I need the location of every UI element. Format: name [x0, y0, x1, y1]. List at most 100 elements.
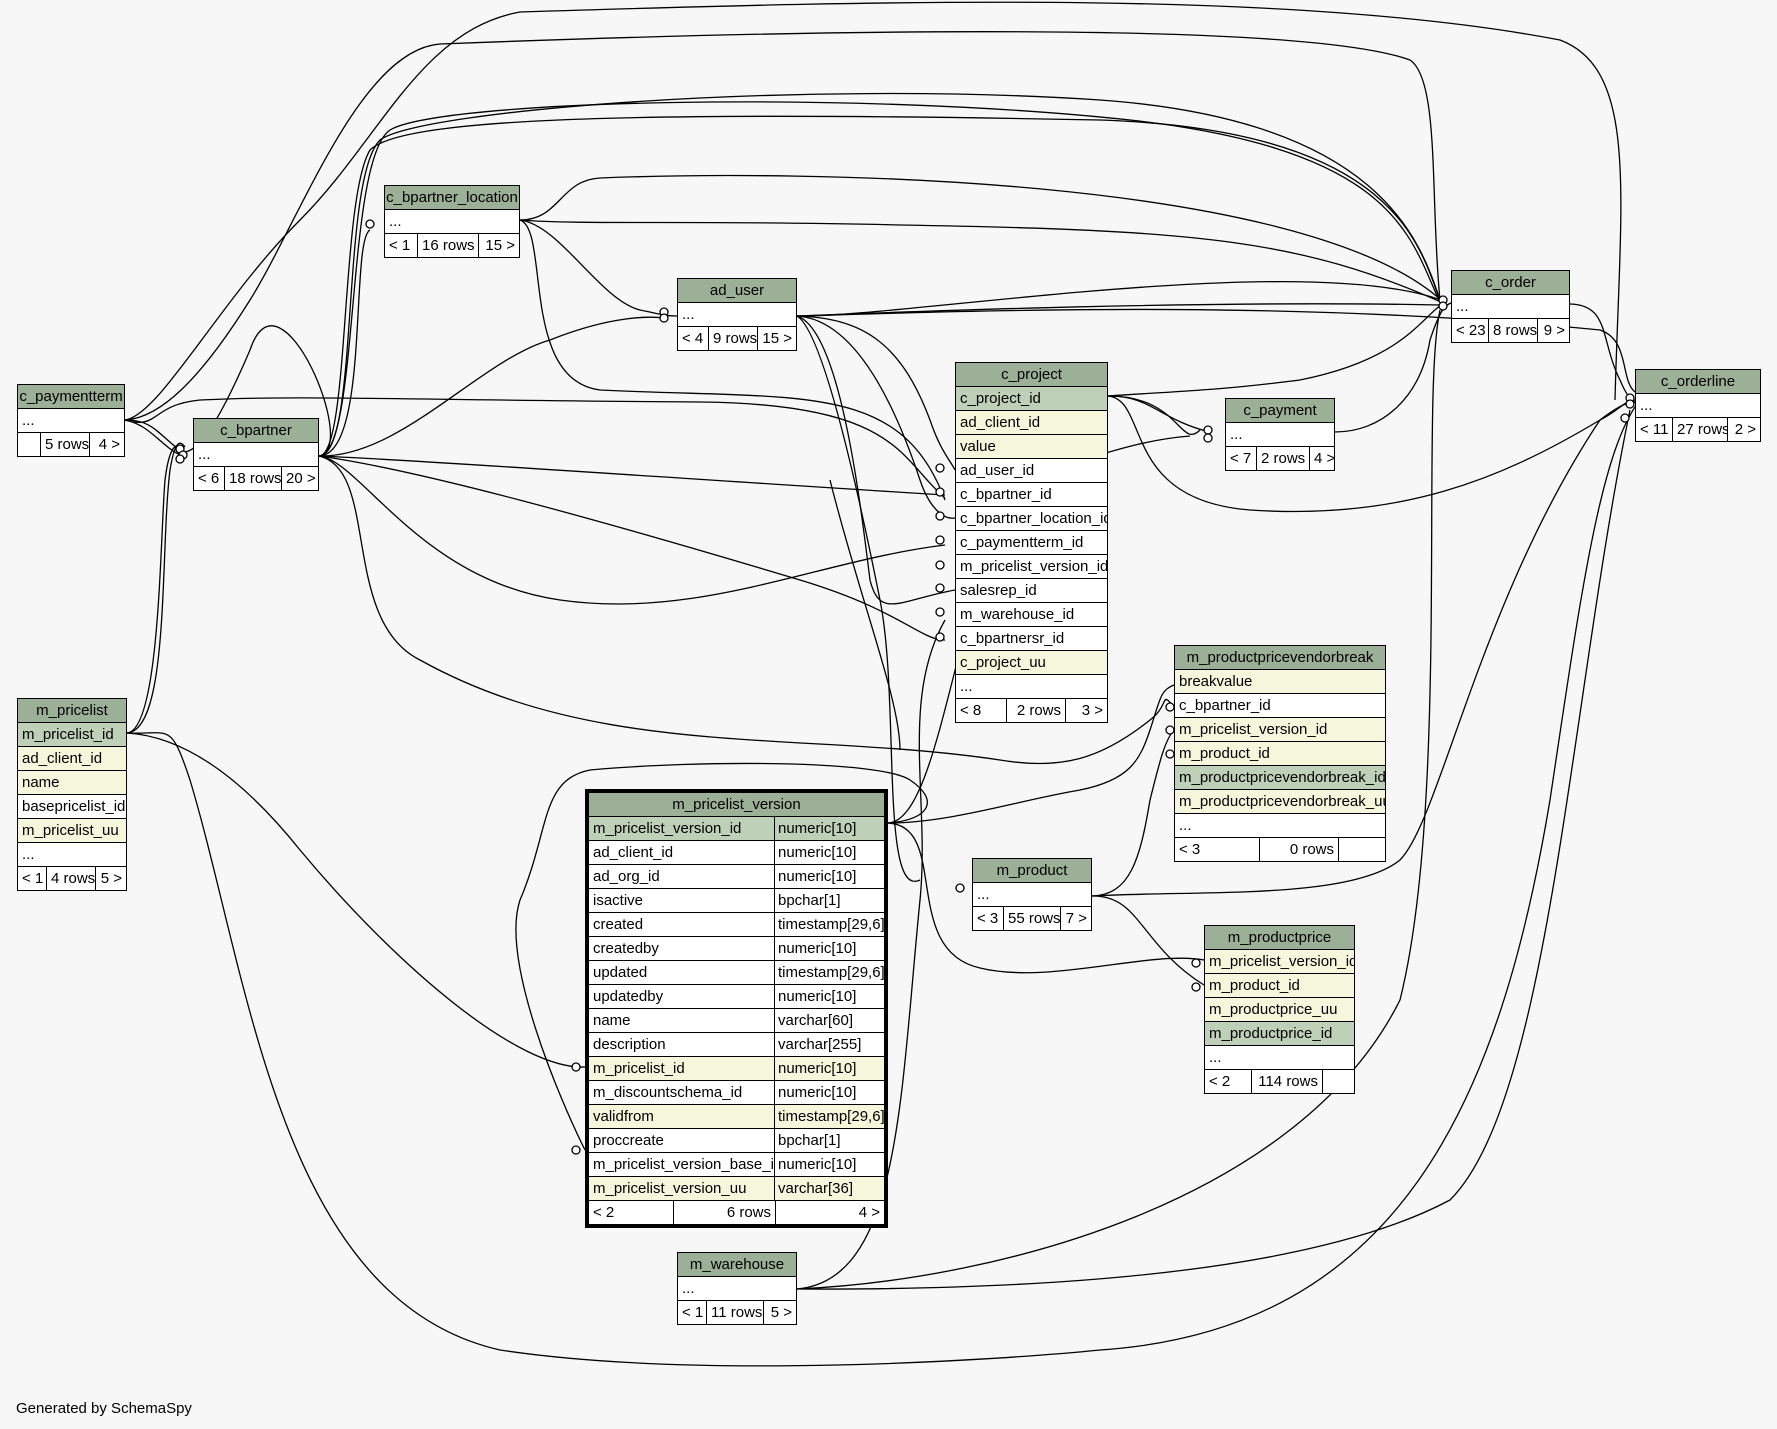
column-row[interactable]: salesrep_id: [956, 579, 1107, 603]
table-title[interactable]: m_warehouse: [678, 1253, 796, 1277]
column-row[interactable]: c_bpartnersr_id: [956, 627, 1107, 651]
parent-count-link[interactable]: < 1: [385, 234, 418, 257]
child-count-link[interactable]: [1323, 1070, 1354, 1093]
parent-count-link[interactable]: < 3: [1175, 838, 1260, 861]
child-count-link[interactable]: 4 >: [98, 436, 120, 453]
column-row[interactable]: ...: [1452, 295, 1569, 319]
column-row[interactable]: m_product_id: [1205, 974, 1354, 998]
column-row[interactable]: ...: [1636, 394, 1760, 418]
child-count-link[interactable]: [1339, 838, 1385, 861]
column-row[interactable]: c_bpartner_id: [1175, 694, 1385, 718]
column-row[interactable]: ...: [385, 210, 519, 234]
table-title[interactable]: m_productpricevendorbreak: [1175, 646, 1385, 670]
table-title[interactable]: ad_user: [678, 279, 796, 303]
table-title[interactable]: c_payment: [1226, 399, 1334, 423]
child-count-link[interactable]: 4 >: [1314, 450, 1334, 467]
child-count-link[interactable]: 15 >: [762, 330, 792, 347]
column-row[interactable]: ...: [973, 883, 1091, 907]
child-count-link[interactable]: 5 >: [770, 1304, 792, 1321]
table-title[interactable]: c_bpartner_location: [385, 186, 519, 210]
parent-count-link[interactable]: < 1: [678, 1301, 707, 1324]
table-title[interactable]: m_product: [973, 859, 1091, 883]
column-row[interactable]: m_productprice_uu: [1205, 998, 1354, 1022]
table-title[interactable]: m_productprice: [1205, 926, 1354, 950]
column-row[interactable]: ...: [678, 303, 796, 327]
column-row[interactable]: ...: [1205, 1046, 1354, 1070]
child-count-link[interactable]: 20 >: [286, 470, 316, 487]
table-title[interactable]: c_project: [956, 363, 1107, 387]
column-row[interactable]: c_bpartner_id: [956, 483, 1107, 507]
column-row[interactable]: name: [18, 771, 126, 795]
column-row[interactable]: ...: [1175, 814, 1385, 838]
table-title[interactable]: m_pricelist_version: [589, 793, 884, 817]
column-row[interactable]: m_warehouse_id: [956, 603, 1107, 627]
column-row[interactable]: m_product_id: [1175, 742, 1385, 766]
table-title[interactable]: c_order: [1452, 271, 1569, 295]
parent-count-link[interactable]: < 4: [678, 327, 709, 350]
child-count-link[interactable]: 9 >: [1543, 322, 1565, 339]
parent-count-link[interactable]: < 23: [1452, 319, 1489, 342]
child-count-link[interactable]: 15 >: [485, 237, 515, 254]
parent-count-link[interactable]: < 1: [18, 867, 47, 890]
parent-count-link[interactable]: [18, 433, 41, 456]
column-row[interactable]: m_productpricevendorbreak_id: [1175, 766, 1385, 790]
column-row[interactable]: ...: [18, 409, 124, 433]
parent-count-link[interactable]: < 2: [1205, 1070, 1252, 1093]
column-row[interactable]: m_pricelist_version_id: [956, 555, 1107, 579]
column-row[interactable]: ...: [1226, 423, 1334, 447]
child-count-link[interactable]: 5 >: [100, 870, 122, 887]
column-row[interactable]: m_pricelist_id: [18, 723, 126, 747]
table-title[interactable]: c_paymentterm: [18, 385, 124, 409]
child-count-link[interactable]: 7 >: [1065, 910, 1087, 927]
column-row[interactable]: value: [956, 435, 1107, 459]
column-row[interactable]: ad_client_id: [956, 411, 1107, 435]
column-row[interactable]: c_bpartner_location_id: [956, 507, 1107, 531]
table-title[interactable]: m_pricelist: [18, 699, 126, 723]
column-row[interactable]: m_pricelist_version_id: [1175, 718, 1385, 742]
child-count-link[interactable]: 2 >: [1734, 421, 1756, 438]
parent-count-link[interactable]: < 3: [973, 907, 1004, 930]
parent-count-link[interactable]: < 8: [956, 699, 1007, 722]
column-row[interactable]: ...: [18, 843, 126, 867]
column-row[interactable]: ...: [678, 1277, 796, 1301]
child-count-link[interactable]: 3 >: [1081, 702, 1103, 719]
parent-count-link[interactable]: < 11: [1636, 418, 1673, 441]
parent-count-link[interactable]: < 7: [1226, 447, 1257, 470]
column-row[interactable]: m_pricelist_uu: [18, 819, 126, 843]
column-row[interactable]: c_paymentterm_id: [956, 531, 1107, 555]
table-title[interactable]: c_orderline: [1636, 370, 1760, 394]
column-row[interactable]: ad_user_id: [956, 459, 1107, 483]
child-count-link[interactable]: 4 >: [858, 1204, 880, 1221]
column-row[interactable]: basepricelist_id: [18, 795, 126, 819]
parent-count-link[interactable]: < 6: [194, 467, 225, 490]
column-row[interactable]: ...: [194, 443, 318, 467]
column-row[interactable]: m_pricelist_version_id: [1205, 950, 1354, 974]
parent-count-link[interactable]: < 2: [589, 1201, 674, 1224]
column-row[interactable]: breakvalue: [1175, 670, 1385, 694]
